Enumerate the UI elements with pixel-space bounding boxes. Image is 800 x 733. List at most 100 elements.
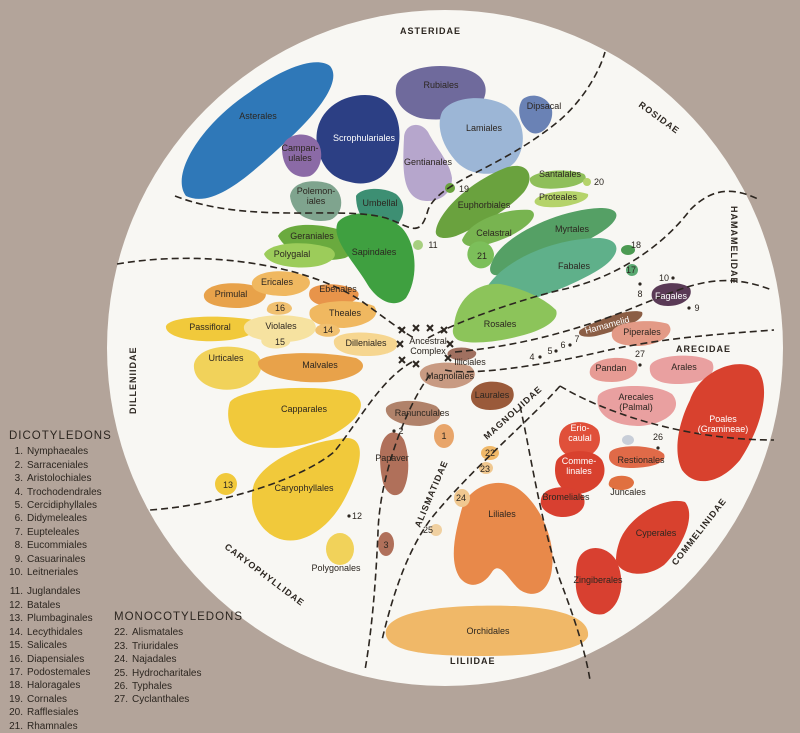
label-fagales: Fagales bbox=[655, 291, 688, 301]
legend-item-name: Haloragales bbox=[27, 680, 80, 691]
legend-item: 26.Typhales bbox=[114, 680, 243, 693]
num-18: 18 bbox=[631, 240, 641, 250]
num-6: 6 bbox=[560, 340, 565, 350]
label-ancestral: Ancestral bbox=[409, 336, 447, 346]
dicot-legend-title: DICOTYLEDONS bbox=[9, 430, 112, 443]
legend-item-number: 8. bbox=[9, 539, 23, 552]
blob-papaver bbox=[380, 432, 408, 495]
label-arecales-1: Arecales bbox=[618, 392, 654, 402]
label-sapindales: Sapindales bbox=[352, 247, 397, 257]
legend-item: 17. Podostemales bbox=[9, 666, 112, 679]
label-arecales-2: (Palmal) bbox=[619, 402, 653, 412]
legend-item: 10.Leitneriales bbox=[9, 566, 112, 579]
num-8: 8 bbox=[637, 289, 642, 299]
legend-item-number: 9. bbox=[9, 553, 23, 566]
label-polygonales: Polygonales bbox=[311, 563, 361, 573]
num-11: 11 bbox=[428, 240, 437, 250]
num-15: 15 bbox=[275, 337, 285, 347]
legend-item-number: 13. bbox=[9, 612, 23, 625]
phylogeny-figure: ASTERIDAE ROSIDAE HAMAMELIDAE DILLENIIDA… bbox=[0, 0, 800, 709]
label-malvales: Malvales bbox=[302, 360, 338, 370]
legend-item-name: Cornales bbox=[27, 694, 67, 705]
legend-item-number: 15. bbox=[9, 639, 23, 652]
label-illiciales: Illiciales bbox=[454, 357, 486, 367]
blob-juglandales bbox=[413, 240, 423, 250]
legend-item-number: 26. bbox=[114, 680, 128, 693]
label-arales: Arales bbox=[671, 362, 697, 372]
label-piperales: Piperales bbox=[623, 327, 661, 337]
label-proteales: Proteales bbox=[539, 192, 578, 202]
label-polemoniales-2: iales bbox=[307, 196, 326, 206]
legend-item-name: Hydrocharitales bbox=[132, 668, 201, 679]
label-orchidales: Orchidales bbox=[466, 626, 510, 636]
legend-item: 24. Najadales bbox=[114, 653, 243, 666]
legend-item: 5.Cercidiphyllales bbox=[9, 499, 112, 512]
legend-item: 19. Cornales bbox=[9, 693, 112, 706]
legend-item-number: 4. bbox=[9, 486, 23, 499]
num-17: 17 bbox=[626, 265, 636, 275]
legend-item-number: 23. bbox=[114, 640, 128, 653]
label-eriocaulales-1: Erio- bbox=[570, 423, 589, 433]
legend-item-name: Najadales bbox=[132, 654, 176, 665]
label-ericales: Ericales bbox=[261, 277, 294, 287]
num-22: 22 bbox=[485, 448, 495, 458]
num-5: 5 bbox=[547, 346, 552, 356]
label-celastrales: Celastral bbox=[476, 228, 512, 238]
legend-item: 8. Eucommiales bbox=[9, 539, 112, 552]
label-myrtales: Myrtales bbox=[555, 224, 590, 234]
legend-item-name: Casuarinales bbox=[27, 554, 85, 565]
legend-item-number: 17. bbox=[9, 666, 23, 679]
label-commelinales-2: linales bbox=[566, 466, 592, 476]
legend-item-name: Trochodendrales bbox=[27, 487, 102, 498]
legend-item-number: 1. bbox=[9, 445, 23, 458]
legend-item-name: Eupteleales bbox=[27, 527, 79, 538]
label-ebenales: Ebenales bbox=[319, 284, 357, 294]
legend-item-name: Batales bbox=[27, 600, 60, 611]
label-dilleniidae: DILLENIIDAE bbox=[128, 346, 138, 414]
legend-item: 27. Cyclanthales bbox=[114, 693, 243, 706]
num-20: 20 bbox=[594, 177, 604, 187]
label-violales: Violales bbox=[265, 321, 297, 331]
legend-item-number: 19. bbox=[9, 693, 23, 706]
legend-item-name: Salicales bbox=[27, 640, 67, 651]
label-rubiales: Rubiales bbox=[423, 80, 459, 90]
legend-item-number: 11. bbox=[9, 585, 23, 598]
legend-item-name: Lecythidales bbox=[27, 627, 83, 638]
label-lamiales: Lamiales bbox=[466, 123, 503, 133]
legend-item-name: Podostemales bbox=[27, 667, 90, 678]
label-campanulales-2: ulales bbox=[288, 153, 312, 163]
legend-item-number: 27. bbox=[114, 693, 128, 706]
label-asterales: Asterales bbox=[239, 111, 277, 121]
legend-item-number: 14. bbox=[9, 626, 23, 639]
num-1: 1 bbox=[441, 431, 446, 441]
label-hamamelidae: HAMAMELIDAE bbox=[729, 206, 739, 285]
label-magnoliales: Magnoliales bbox=[426, 371, 475, 381]
legend-item: 7.Eupteleales bbox=[9, 526, 112, 539]
label-poales-2: (Gramineae) bbox=[698, 424, 749, 434]
label-dipsacales: Dipsacal bbox=[527, 101, 562, 111]
mono-legend-title: MONOCOTYLEDONS bbox=[114, 611, 243, 624]
num-2: 2 bbox=[398, 426, 403, 436]
label-passiflorales: Passifloral bbox=[189, 322, 231, 332]
blob-rafflesiales bbox=[583, 178, 591, 186]
legend-item-number: 16. bbox=[9, 653, 23, 666]
legend-item-name: Rhamnales bbox=[27, 721, 78, 732]
legend-item: 16.Diapensiales bbox=[9, 653, 112, 666]
num-19: 19 bbox=[459, 184, 469, 194]
label-rosales: Rosales bbox=[484, 319, 517, 329]
legend-item: 1.Nymphaeales bbox=[9, 445, 112, 458]
legend-item-name: Sarraceniales bbox=[27, 460, 88, 471]
label-bromeliales: Bromeliales bbox=[542, 492, 590, 502]
legend-item-number: 12. bbox=[9, 599, 23, 612]
blob-typhales bbox=[622, 435, 634, 445]
legend-item-number: 10. bbox=[9, 566, 23, 579]
legend-item-name: Cyclanthales bbox=[132, 694, 189, 705]
label-arecidae: ARECIDAE bbox=[676, 344, 731, 354]
label-capparales: Capparales bbox=[281, 404, 328, 414]
legend-item-name: Eucommiales bbox=[27, 540, 87, 551]
label-ranunculales: Ranunculales bbox=[395, 408, 450, 418]
label-restionales: Restionales bbox=[617, 455, 665, 465]
legend-item-number: 24. bbox=[114, 653, 128, 666]
label-polygalales: Polygalal bbox=[274, 249, 311, 259]
